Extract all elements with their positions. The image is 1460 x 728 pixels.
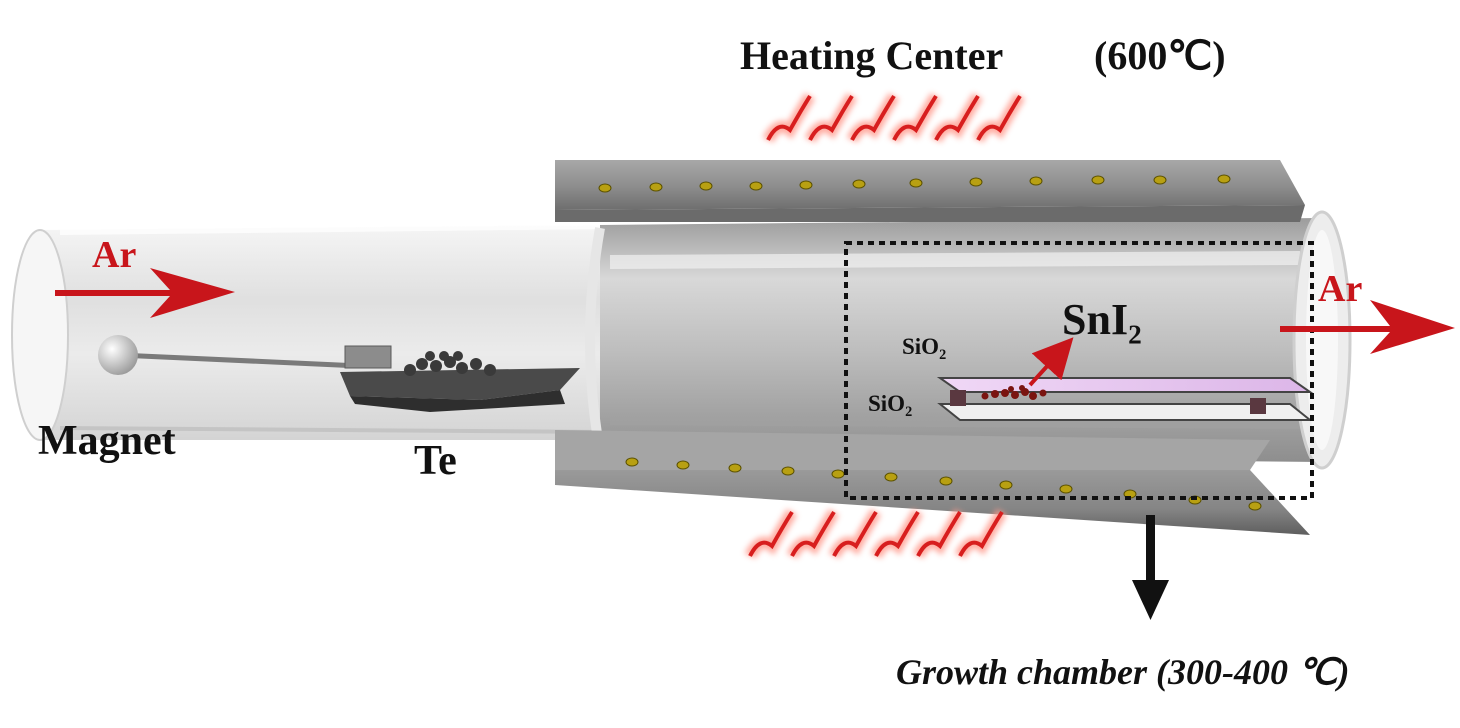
heating-temp-label: (600℃) [1094, 33, 1226, 78]
magnet-ball [98, 335, 138, 375]
growth-chamber-label: Growth chamber (300-400 ℃) [896, 652, 1350, 692]
heating-center-label: Heating Center [740, 33, 1004, 78]
ar-outlet-arrow [1280, 300, 1455, 354]
growth-down-arrow [1132, 515, 1169, 620]
magnet-label: Magnet [38, 418, 176, 464]
ar-inlet-label: Ar [92, 234, 137, 276]
furnace-bore [585, 210, 1352, 470]
sio2-top-label: SiO2 [902, 334, 947, 363]
growth-chamber-box [844, 241, 1314, 500]
magnet-rod [98, 335, 361, 375]
furnace-bottom-bar [555, 430, 1310, 535]
te-label: Te [414, 438, 457, 484]
sni2-label: SnI2 [1062, 295, 1142, 350]
furnace-top-bar [555, 160, 1305, 222]
sio2-bottom-label: SiO2 [868, 391, 913, 420]
sni2-arrow [1028, 337, 1074, 387]
heating-waves-top [762, 92, 1026, 143]
te-boat [340, 345, 580, 412]
ar-outlet-label: Ar [1318, 268, 1363, 310]
heating-waves-bottom [744, 508, 1008, 559]
ar-inlet-arrow [55, 268, 235, 318]
